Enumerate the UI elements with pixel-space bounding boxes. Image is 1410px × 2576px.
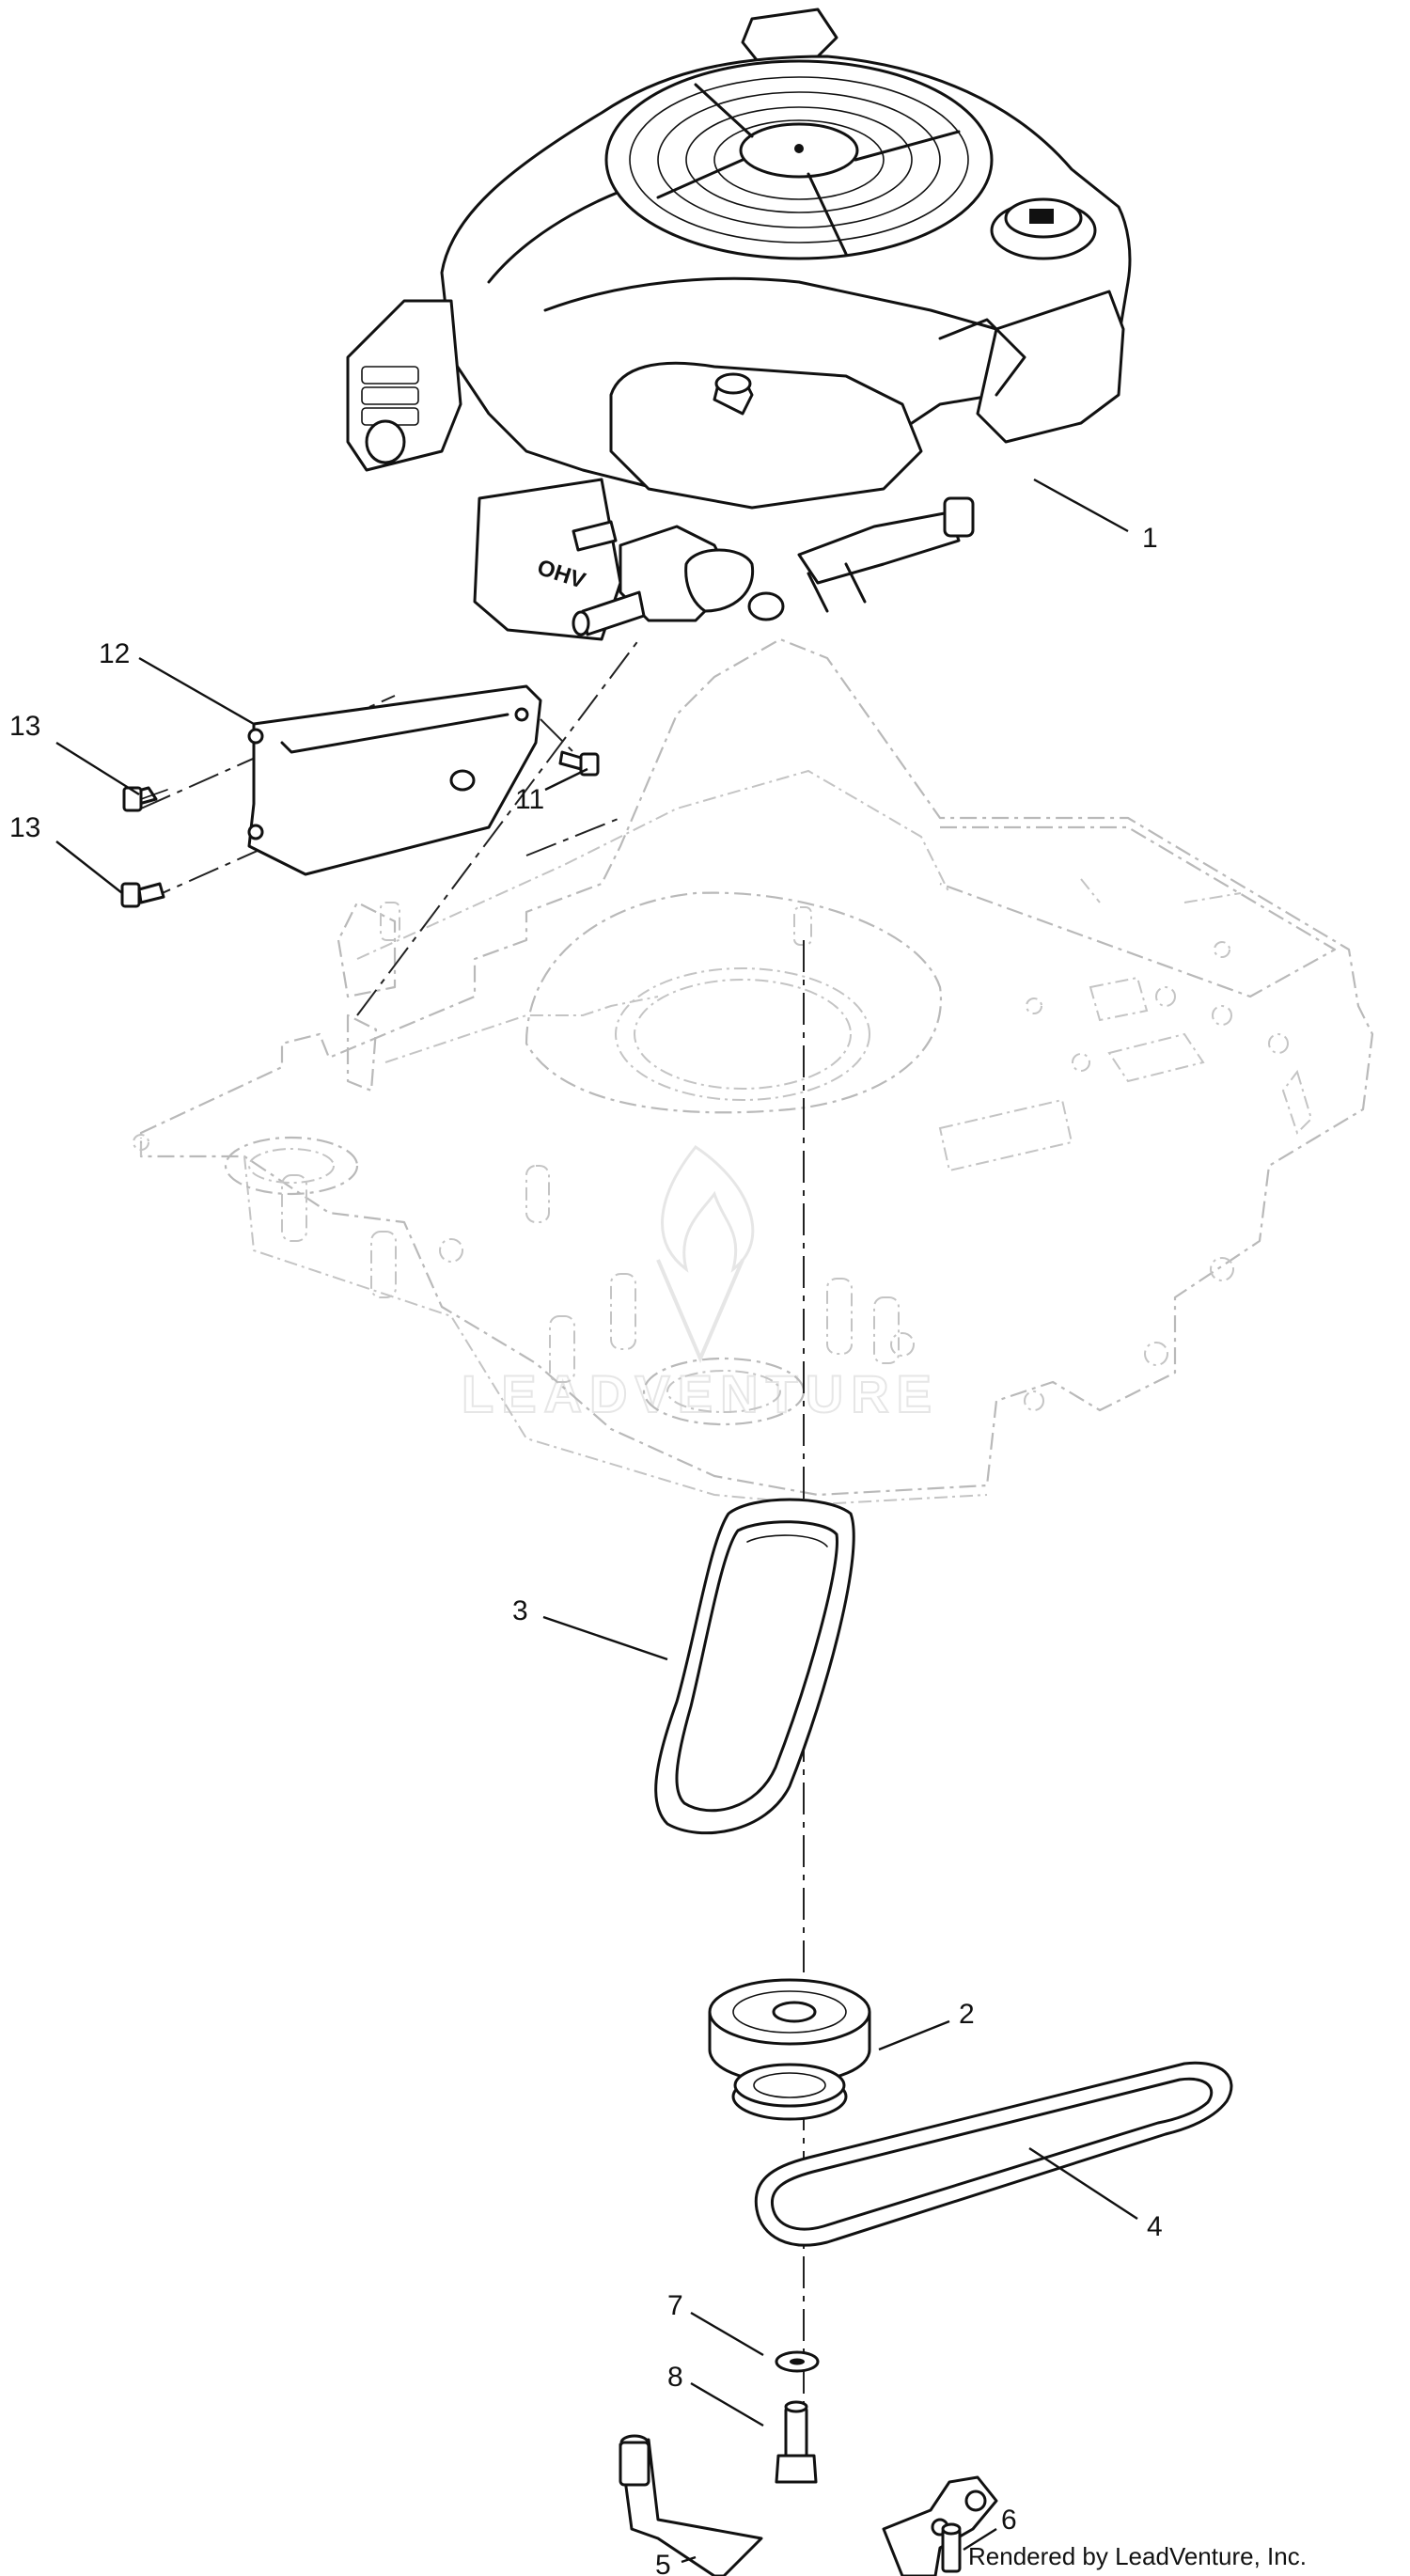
callout-13-upper: 13 <box>9 711 40 742</box>
callout-labels: 1 2 3 4 5 6 7 8 11 12 13 13 <box>9 523 1163 2576</box>
watermark-text: LEADVENTURE <box>462 1364 939 1423</box>
callout-1: 1 <box>1142 523 1158 554</box>
callout-6: 6 <box>1001 2505 1017 2536</box>
mower-deck-ghost <box>133 637 1374 1506</box>
callout-11: 11 <box>515 784 544 815</box>
callout-3: 3 <box>512 1595 528 1626</box>
callout-5: 5 <box>655 2550 671 2576</box>
washer-7 <box>775 2350 820 2373</box>
bolt-13-lower <box>120 882 165 908</box>
heat-shield-bracket <box>247 684 542 876</box>
callout-2: 2 <box>959 1999 975 2030</box>
callout-13-lower: 13 <box>9 812 40 843</box>
leader-lines <box>55 478 1138 2564</box>
bolt-8 <box>775 2400 818 2484</box>
belt-3-engine-belt <box>654 1498 855 1835</box>
callout-8: 8 <box>667 2362 683 2393</box>
idler-bracket-5 <box>619 2434 998 2576</box>
belt-4-deck-belt <box>754 2061 1233 2247</box>
assembly-center-lines <box>140 638 805 2444</box>
callout-7: 7 <box>667 2290 683 2321</box>
engine-assembly: OHV <box>346 8 1132 641</box>
rendered-by-credit: Rendered by LeadVenture, Inc. <box>968 2542 1307 2570</box>
bolt-6 <box>941 2522 962 2573</box>
callout-4: 4 <box>1147 2211 1163 2242</box>
engine-pulley-2 <box>708 1978 871 2121</box>
leadventure-watermark-logo: LEADVENTURE <box>461 1144 939 1424</box>
callout-12: 12 <box>99 638 130 669</box>
bolt-11 <box>558 750 600 777</box>
